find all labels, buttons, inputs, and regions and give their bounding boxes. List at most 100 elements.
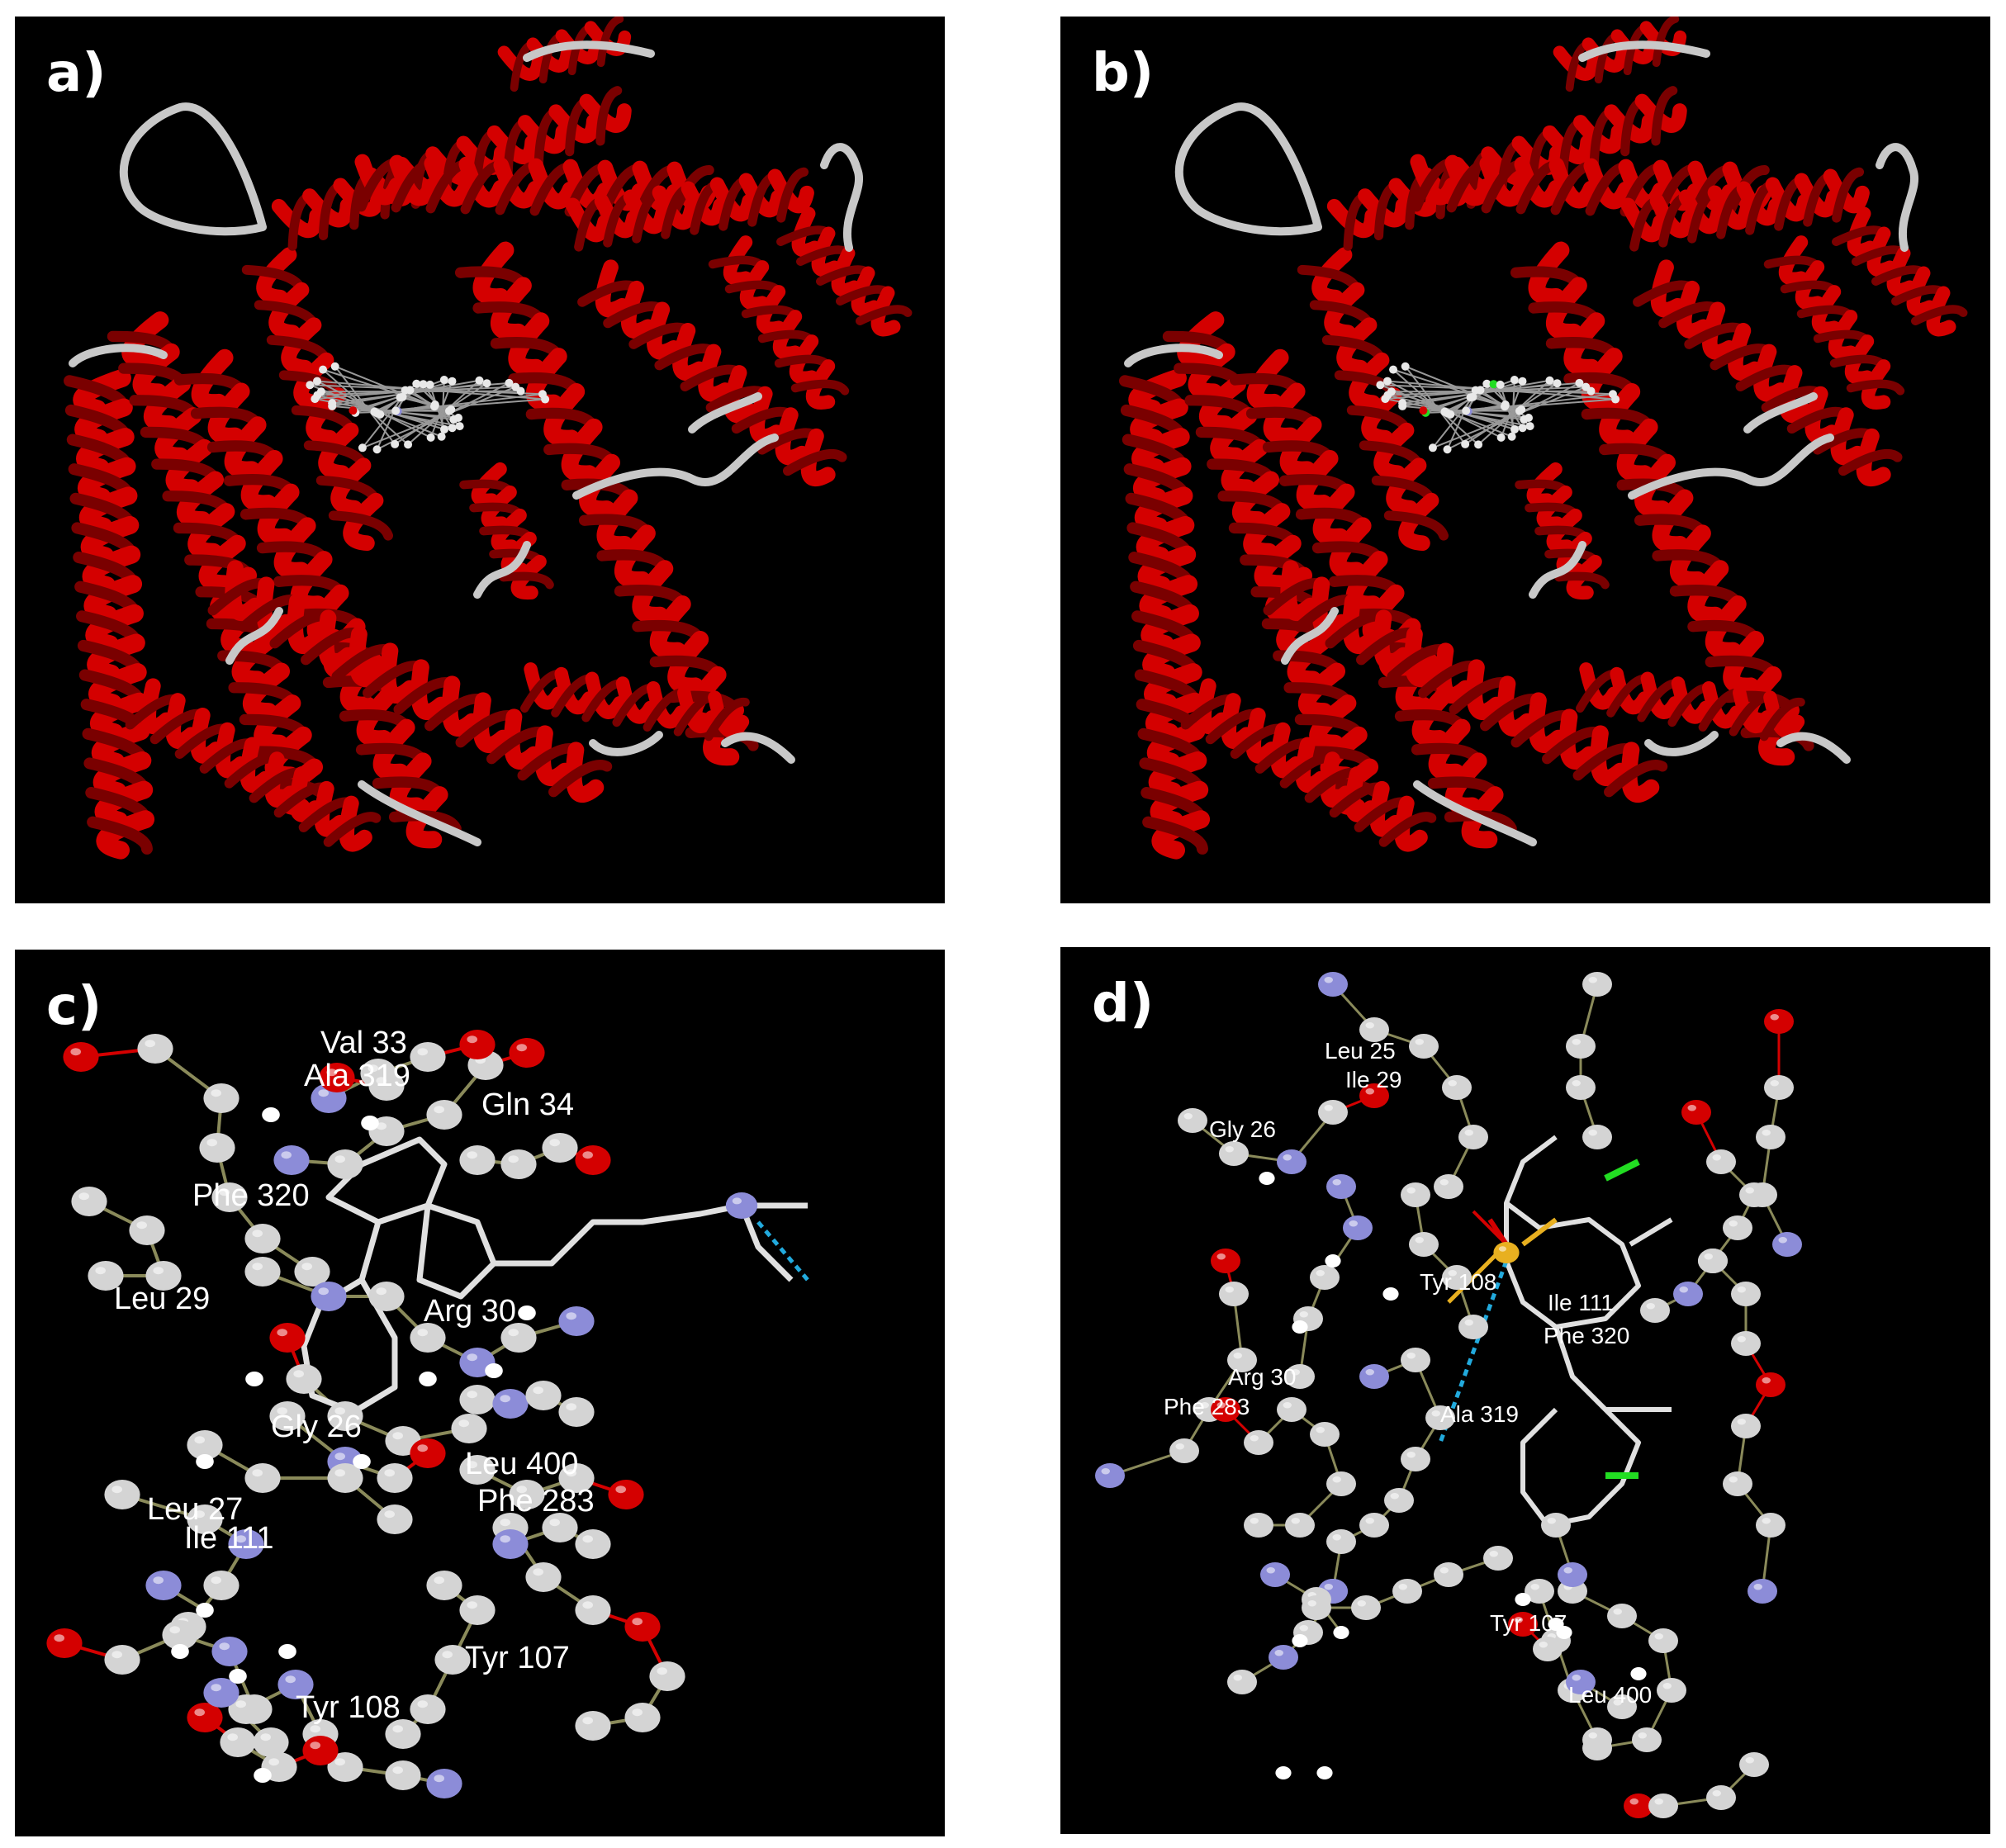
atom [269, 1323, 306, 1353]
atom-highlight [632, 1618, 643, 1626]
atom-highlight [1572, 1675, 1581, 1681]
atom-highlight [1530, 1584, 1539, 1590]
ligand-atom [1575, 378, 1584, 387]
atom [451, 1414, 487, 1443]
coil [572, 434, 779, 500]
ligand-atom [1611, 395, 1620, 404]
atom-highlight [1729, 1476, 1738, 1483]
atom [575, 1529, 611, 1559]
atom [1434, 1562, 1463, 1587]
atom [542, 1133, 578, 1163]
atom-highlight [136, 1221, 147, 1230]
helix-segment [1634, 93, 1687, 133]
helix-segment [1610, 666, 1652, 715]
ligand-atom [398, 392, 407, 401]
atom-highlight [301, 1263, 313, 1271]
helix-segment [1811, 285, 1842, 335]
residue-label: Tyr 107 [465, 1641, 570, 1675]
helix-segment [1701, 680, 1743, 729]
helix-segment [1386, 457, 1427, 516]
ligand-atom [1518, 377, 1527, 386]
atom-highlight [632, 1708, 643, 1717]
helix-segment [1861, 359, 1891, 410]
helix-segment [1245, 707, 1279, 764]
ligand-atom [448, 377, 457, 386]
ligand-atom [405, 386, 415, 395]
helix-segment [1461, 786, 1504, 849]
atom [1558, 1562, 1587, 1587]
helix-segment [1369, 780, 1403, 837]
helix-segment-back [323, 812, 382, 847]
atom-highlight [1336, 1628, 1341, 1632]
helix-segment [94, 780, 154, 830]
atom [244, 1463, 281, 1493]
helix-segment [1254, 534, 1302, 593]
atom-highlight [1365, 1088, 1374, 1095]
ligand-wireframe [301, 1136, 808, 1415]
atom [1632, 1727, 1662, 1752]
helix-segment [1435, 642, 1474, 704]
atom-highlight [268, 1758, 280, 1766]
atom-highlight [1753, 1584, 1762, 1590]
helix-segment [524, 662, 566, 710]
atom [1359, 1513, 1389, 1538]
ligand-atom [444, 406, 453, 415]
ligand-atom [1496, 433, 1506, 442]
atom-highlight [310, 1725, 321, 1733]
atom [426, 1100, 462, 1130]
atom-highlight [1712, 1154, 1721, 1161]
atom-highlight [194, 1708, 205, 1717]
atom [1343, 1215, 1373, 1240]
helix-segment [143, 375, 192, 433]
helix-segment [1344, 766, 1378, 822]
helix-segment [1428, 718, 1471, 781]
residue-label: Ala 319 [1440, 1401, 1519, 1427]
ligand-bond [1391, 390, 1591, 393]
atom [361, 1116, 379, 1130]
atom [262, 1107, 280, 1122]
atom-highlight [582, 1151, 593, 1159]
atom [244, 1224, 281, 1253]
helix-segment [1336, 317, 1378, 376]
helix-segment [738, 173, 785, 218]
atom [485, 1363, 503, 1378]
atom [419, 1372, 437, 1386]
helix-segment [646, 301, 681, 360]
atom [1401, 1182, 1430, 1207]
atom [46, 1628, 83, 1658]
atom-highlight [235, 1700, 247, 1708]
helix-segment [1132, 457, 1192, 507]
atom-highlight [1250, 1435, 1259, 1442]
atom-highlight [1216, 1402, 1226, 1409]
ligand-atom [1476, 386, 1485, 395]
helix-segment [1136, 516, 1195, 566]
atom-highlight [1572, 1080, 1581, 1087]
atom-highlight [1349, 1220, 1358, 1227]
atom-highlight [1613, 1609, 1622, 1615]
atom-highlight [356, 1457, 362, 1462]
helix-segment [191, 348, 234, 411]
atom-highlight [417, 1700, 428, 1708]
atom [368, 1282, 405, 1311]
atom-highlight [249, 1374, 254, 1379]
ligand-atom [505, 378, 514, 387]
helix-segment [632, 560, 674, 624]
atom-highlight [549, 1139, 560, 1147]
helix-segment [1270, 722, 1304, 779]
ligand-atom [316, 387, 325, 396]
ligand-atom [330, 362, 339, 371]
atom [245, 1372, 263, 1386]
helix-segment-back [87, 816, 153, 855]
helix-segment [1221, 693, 1254, 749]
atom [1483, 1546, 1513, 1571]
ligand-bond [320, 391, 445, 430]
helix-segment [1886, 246, 1917, 297]
residue-label: Val 33 [320, 1026, 407, 1060]
atom-highlight [174, 1647, 181, 1651]
atom [71, 1187, 107, 1216]
residue-label: Leu 27 [147, 1492, 243, 1527]
atom [426, 1769, 462, 1798]
atom-highlight [1745, 1187, 1754, 1194]
helix-segment [1144, 663, 1202, 713]
helix-segment [78, 486, 138, 536]
